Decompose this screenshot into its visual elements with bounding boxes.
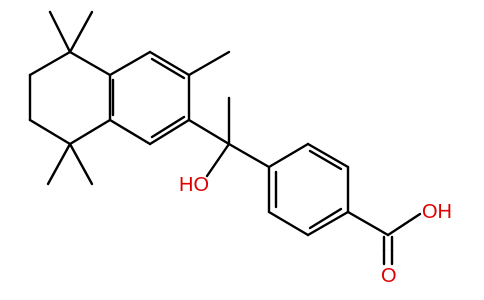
c-oh-single-bond bbox=[386, 223, 406, 237]
bond-layer bbox=[28, 10, 422, 266]
chain-bond bbox=[227, 142, 271, 169]
ring-bond bbox=[306, 210, 350, 237]
hydroxyl-label: HO bbox=[179, 174, 209, 196]
methyl-bond bbox=[187, 50, 231, 77]
carbonyl-oxygen-label: O bbox=[381, 265, 397, 287]
ring-double-bond bbox=[150, 115, 186, 139]
ring-bond bbox=[108, 50, 152, 77]
ring-bond bbox=[108, 118, 152, 146]
ring-bond bbox=[68, 50, 112, 77]
ring-bond bbox=[28, 118, 72, 146]
ring-double-bond bbox=[308, 149, 343, 171]
methyl-bond bbox=[68, 142, 94, 186]
ring-bond bbox=[148, 50, 191, 77]
c-o-single-bond bbox=[216, 142, 231, 162]
c-oh-single-bond bbox=[402, 212, 422, 226]
ring-bond bbox=[306, 142, 350, 169]
methyl-bond bbox=[48, 10, 72, 54]
c-o-single-bond bbox=[205, 158, 220, 178]
ring-double-bond bbox=[150, 57, 186, 80]
acid-hydroxyl-label: OH bbox=[422, 201, 452, 223]
ring-bond bbox=[267, 142, 310, 169]
methyl-bond bbox=[68, 10, 94, 54]
ring-bond bbox=[148, 118, 191, 146]
ring-bond bbox=[68, 118, 112, 146]
ring-bond bbox=[267, 210, 310, 237]
methyl-bond bbox=[46, 142, 72, 186]
chain-bond bbox=[187, 118, 231, 146]
chain-bond bbox=[346, 210, 390, 237]
ring-double-bond bbox=[308, 207, 343, 230]
ring-bond bbox=[28, 50, 72, 77]
